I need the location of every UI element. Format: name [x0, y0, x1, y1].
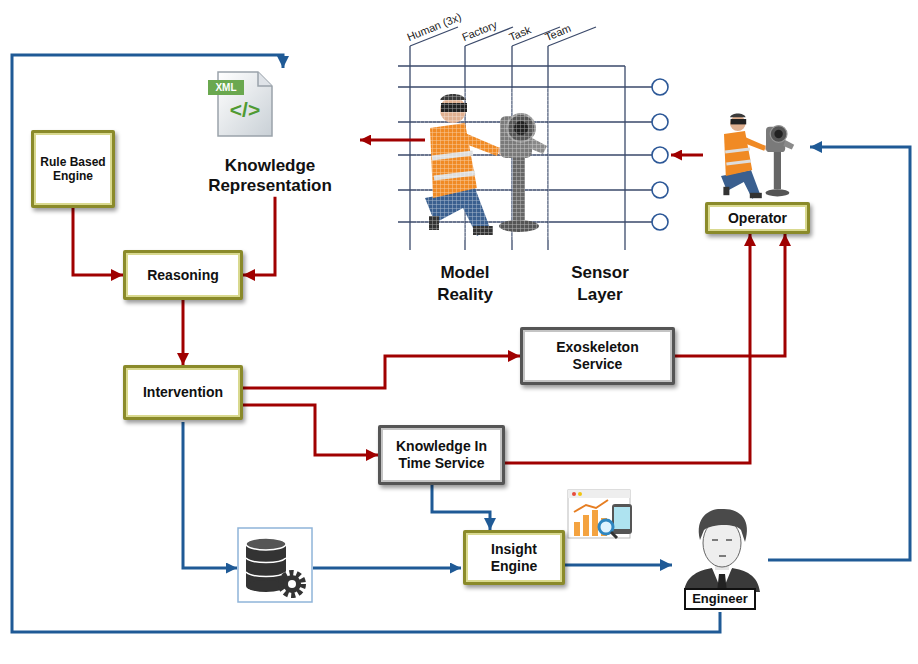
chart-icon-part: [572, 492, 576, 496]
layer-label: Sensor Layer: [560, 262, 640, 306]
flow-connector: [432, 485, 490, 530]
flow-connector: [12, 55, 720, 632]
box-text: Operator: [728, 210, 787, 227]
database-icon-part: [246, 538, 286, 550]
flow-connector: [505, 234, 750, 463]
box-text: Intervention: [143, 384, 223, 401]
chart-icon-part: [578, 492, 582, 496]
sensor-circle-part: [652, 214, 668, 230]
sensor-circle-part: [652, 79, 668, 95]
engineer-sketch: [684, 509, 760, 592]
flow-connector: [565, 564, 672, 567]
chart-icon-part: [592, 510, 598, 536]
flow-connector: [182, 300, 185, 365]
engine-box: Rule Based Engine: [31, 130, 115, 208]
chart-icon: [568, 490, 632, 538]
flow-arrow-part: [313, 567, 461, 570]
axis-label: Task: [507, 23, 533, 44]
box-text: Knowledge Representation: [185, 156, 355, 197]
axis-label: Team: [543, 21, 573, 44]
flow-connector: [675, 234, 785, 356]
database-icon-part: [281, 573, 303, 595]
chart-icon-part: [574, 500, 608, 512]
engineer-sketch-part: [699, 509, 747, 542]
flow-connector: [243, 197, 275, 275]
engineer-sketch-part: [712, 540, 732, 556]
chart-icon-part: [612, 504, 632, 534]
label-box: Operator: [705, 202, 810, 234]
knowledge-representation-node: Knowledge Representation: [185, 68, 355, 197]
operator-node: Operator: [705, 112, 810, 234]
flow-arrow-part: [360, 139, 425, 142]
service-box: Exoskeleton Service: [520, 327, 675, 385]
service-box: Knowledge In Time Service: [378, 425, 505, 485]
chart-icon-part: [611, 532, 617, 538]
database-icon: [238, 528, 312, 602]
flow-arrow-part: [183, 422, 237, 568]
flow-arrow-part: [671, 154, 703, 157]
engineer-node: Engineer: [672, 508, 768, 612]
model-grid-part: [410, 46, 625, 250]
pixel-model-figure: [415, 88, 550, 240]
database-icon-part: [283, 575, 301, 593]
chart-icon-part: [568, 490, 630, 498]
chart-icon-part: [599, 520, 613, 534]
flow-connector: [243, 356, 520, 388]
box-text: Reasoning: [147, 267, 219, 284]
operator-figure-part: [721, 114, 794, 199]
flow-connector: [73, 208, 123, 275]
box-text: Rule Based Engine: [40, 155, 106, 184]
database-icon-part: [238, 528, 312, 602]
xml-file-icon: [208, 72, 272, 136]
chart-icon-part: [583, 515, 589, 536]
axis-label: Human (3x): [405, 9, 464, 44]
flow-arrow: [183, 140, 703, 568]
flow-connector: [243, 405, 378, 455]
box-text: Engineer: [692, 591, 748, 607]
sensor-circle-part: [652, 147, 668, 163]
database-icon-part: [246, 558, 286, 577]
xml-file-icon-part: [258, 72, 272, 86]
model-grid: [398, 27, 652, 250]
label-box: Engineer: [684, 588, 756, 610]
chart-icon-part: [574, 522, 580, 536]
process-box: Insight Engine: [463, 530, 565, 585]
chart-icon-part: [614, 507, 630, 529]
process-box: Intervention: [123, 365, 243, 420]
layer-label: Model Reality: [425, 262, 505, 306]
icon-text: </>: [222, 97, 268, 123]
operator-figure: [721, 114, 794, 199]
box-text: Knowledge In Time Service: [387, 438, 496, 472]
box-text: Insight Engine: [479, 541, 549, 575]
xml-file-icon-part: [208, 80, 244, 95]
database-icon-part: [288, 580, 296, 588]
pixel-model-figure-part: [415, 88, 550, 240]
process-box: Reasoning: [123, 250, 243, 300]
icon-text: XML: [208, 80, 244, 95]
box-text: Exoskeleton Service: [543, 339, 653, 373]
sensor-circle-part: [652, 182, 668, 198]
sensor-circle-part: [652, 114, 668, 130]
sensor-circle: [652, 79, 668, 230]
